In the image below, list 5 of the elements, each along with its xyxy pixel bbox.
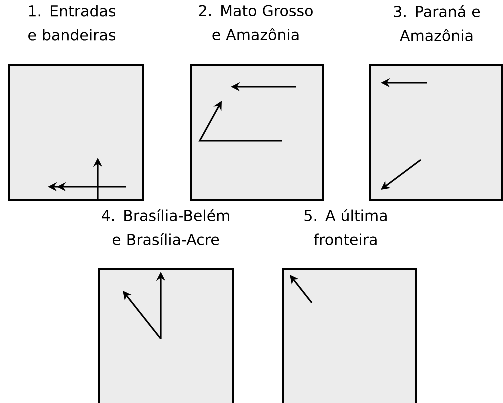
panel-heading: 4. Brasília-Belém e Brasília-Acre — [102, 209, 230, 246]
panel-heading: 3. Paraná e Amazônia — [394, 5, 480, 42]
panel-heading: 1. Entradas e bandeiras — [28, 5, 116, 41]
panel-heading: 2. Mato Grosso e Amazônia — [199, 5, 313, 41]
panel-heading: 5. A última fronteira — [304, 209, 387, 246]
